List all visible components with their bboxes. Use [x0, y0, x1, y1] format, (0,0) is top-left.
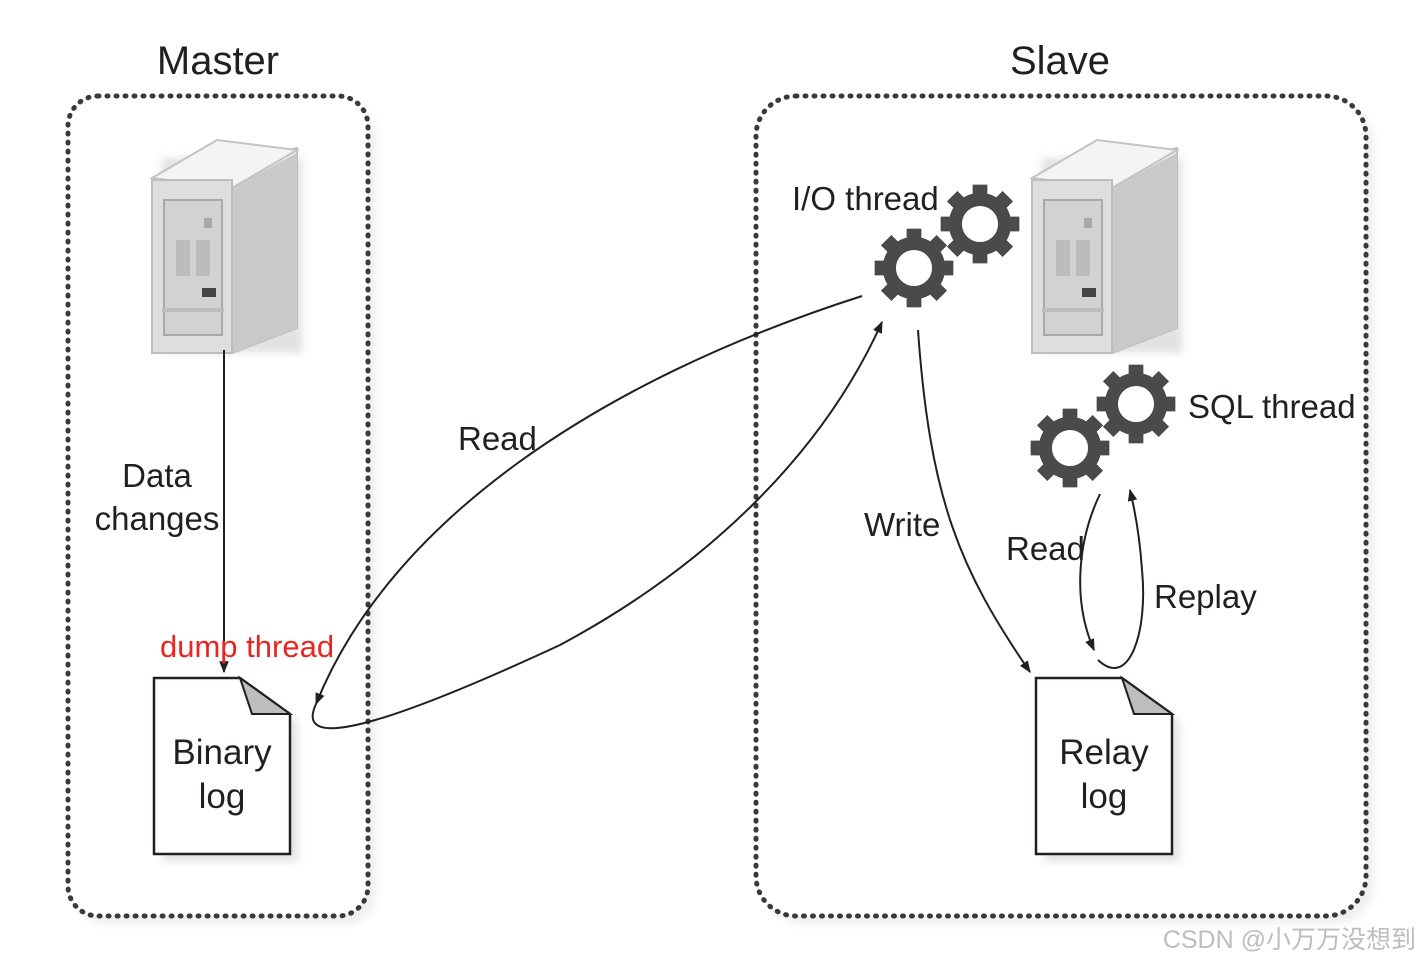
write-label: Write: [864, 506, 940, 543]
write-arrow: [917, 329, 1031, 673]
sql-thread-label: SQL thread: [1188, 388, 1356, 425]
read-arrow: [315, 295, 863, 706]
relay-log-label: Relay: [1059, 733, 1149, 772]
relay-log-document: [1034, 675, 1180, 862]
relay-log-label-line2: log: [1081, 777, 1128, 816]
send-arrow: [311, 320, 883, 730]
binary-log-document: [152, 675, 298, 862]
binary-log-label-line2: log: [199, 777, 246, 816]
read-relay-label: Read: [1006, 530, 1085, 567]
slave-server-icon: [1032, 140, 1182, 353]
master-server-icon: [152, 140, 302, 353]
binary-log-label: Binary: [172, 733, 272, 772]
replay-label: Replay: [1154, 578, 1257, 615]
data-changes-label: Data: [122, 457, 192, 494]
data-changes-label-line2: changes: [95, 500, 220, 537]
replay-arrow: [1097, 488, 1145, 669]
slave-title: Slave: [1010, 39, 1110, 83]
read-relay-arrow: [1079, 493, 1101, 652]
master-title: Master: [157, 39, 279, 83]
read-label: Read: [458, 420, 537, 457]
watermark: CSDN @小万万没想到: [1163, 926, 1416, 954]
dump-thread-label: dump thread: [160, 629, 334, 664]
io-thread-label: I/O thread: [792, 180, 939, 217]
